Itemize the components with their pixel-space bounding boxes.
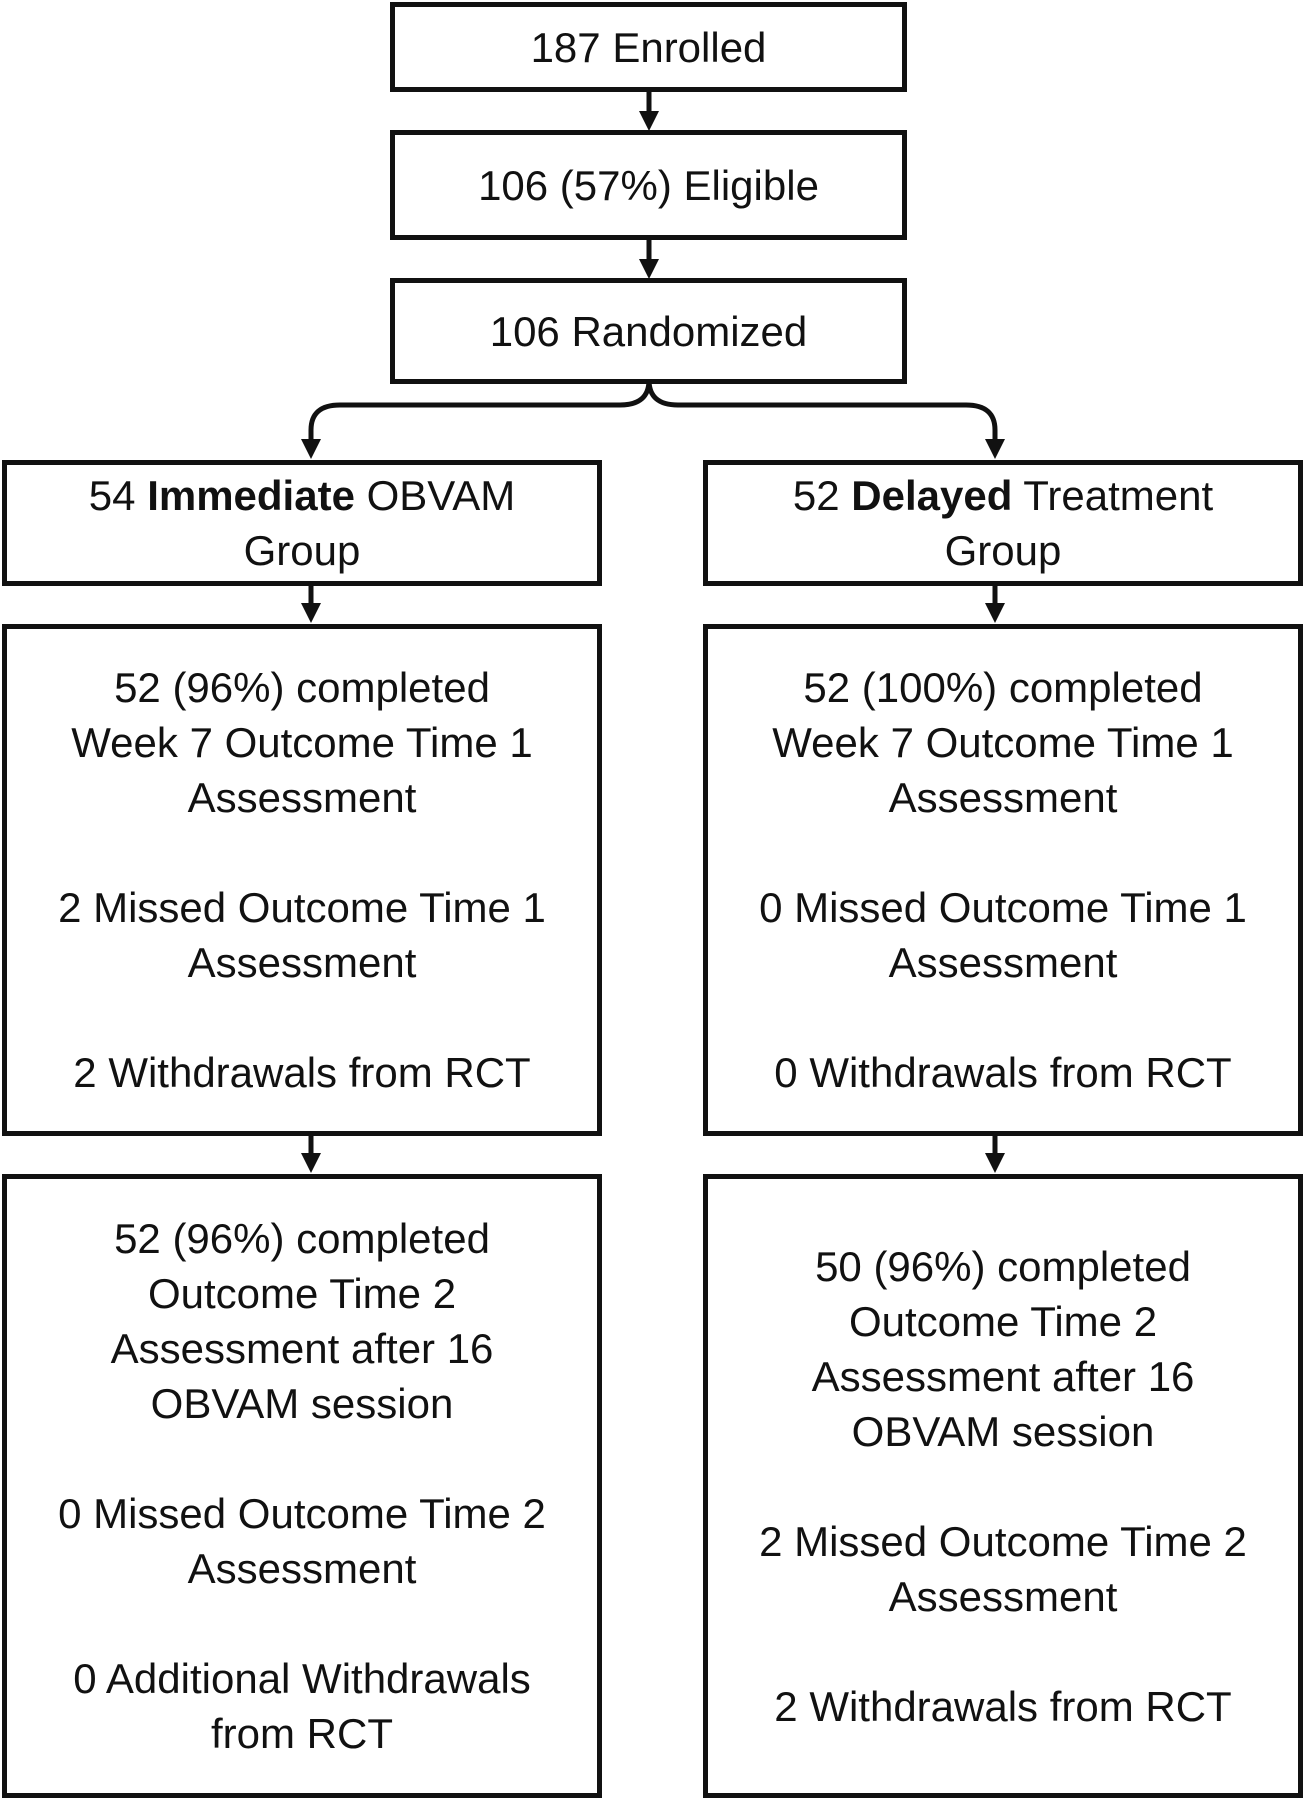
eligible-box: 106 (57%) Eligible [390, 130, 907, 240]
randomized-box: 106 Randomized [390, 278, 907, 384]
immediate-t1-missed: 2 Missed Outcome Time 1 Assessment [58, 884, 546, 986]
delayed-group-box: 52 Delayed Treatment Group [703, 460, 1303, 586]
enrolled-box: 187 Enrolled [390, 2, 907, 92]
immediate-t1-box: 52 (96%) completed Week 7 Outcome Time 1… [2, 624, 602, 1136]
delayed-t1-box: 52 (100%) completed Week 7 Outcome Time … [703, 624, 1303, 1136]
immediate-t1-completed: 52 (96%) completed Week 7 Outcome Time 1… [71, 664, 533, 821]
delayed-group-name: Delayed [851, 472, 1013, 519]
enrolled-label: 187 Enrolled [530, 23, 767, 71]
immediate-group-line2: Group [243, 527, 361, 574]
delayed-t2-missed: 2 Missed Outcome Time 2 Assessment [759, 1517, 1247, 1620]
immediate-t2-withdrawals: 0 Additional Withdrawals from RCT [73, 1655, 531, 1757]
immediate-group-title: 54 Immediate OBVAM [89, 468, 515, 523]
eligible-label: 106 (57%) Eligible [478, 161, 819, 209]
delayed-group-line2: Group [944, 527, 1062, 574]
delayed-t2-completed: 50 (96%) completed Outcome Time 2 Assess… [811, 1242, 1195, 1455]
immediate-group-name: Immediate [147, 472, 355, 519]
branch-randomized-to-delayed [646, 379, 1005, 460]
immediate-group-box: 54 Immediate OBVAM Group [2, 460, 602, 586]
immediate-t2-missed: 0 Missed Outcome Time 2 Assessment [58, 1490, 546, 1592]
immediate-t2-box: 52 (96%) completed Outcome Time 2 Assess… [2, 1174, 602, 1798]
delayed-t1-withdrawals: 0 Withdrawals from RCT [774, 1049, 1232, 1096]
delayed-t1-completed: 52 (100%) completed Week 7 Outcome Time … [772, 664, 1234, 821]
delayed-group-suffix: Treatment [1023, 472, 1214, 519]
immediate-t2-completed: 52 (96%) completed Outcome Time 2 Assess… [110, 1215, 494, 1427]
branch-randomized-to-immediate [301, 379, 652, 460]
delayed-group-count: 52 [792, 472, 840, 519]
immediate-group-suffix: OBVAM [366, 472, 516, 519]
delayed-t2-withdrawals: 2 Withdrawals from RCT [774, 1682, 1232, 1730]
immediate-t1-withdrawals: 2 Withdrawals from RCT [73, 1049, 531, 1096]
delayed-group-title: 52 Delayed Treatment [793, 468, 1213, 523]
immediate-group-count: 54 [88, 472, 136, 519]
randomized-label: 106 Randomized [489, 307, 808, 355]
delayed-t1-missed: 0 Missed Outcome Time 1 Assessment [759, 884, 1247, 986]
delayed-t2-box: 50 (96%) completed Outcome Time 2 Assess… [703, 1174, 1303, 1798]
